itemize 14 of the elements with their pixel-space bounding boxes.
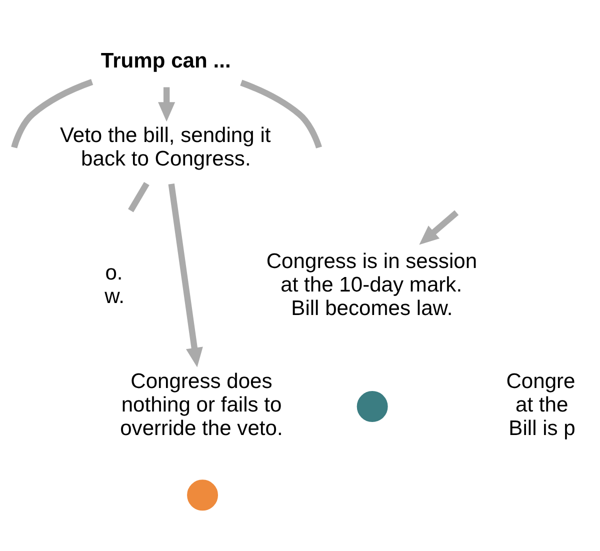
node-text: o. w.	[104, 262, 125, 308]
connector	[240, 80, 322, 148]
connector	[128, 182, 150, 212]
arrow	[158, 87, 176, 122]
node-text: Congress is in session at the 10-day mark. Bill becomes law.	[266, 250, 478, 320]
arrow	[419, 210, 459, 245]
node-text: Congre at the Bill is p	[506, 370, 576, 440]
connector	[11, 79, 94, 148]
node-text: Veto the bill, sending it back to Congress.	[60, 124, 271, 171]
node-text: Congress does nothing or fails to override the veto.	[120, 370, 283, 440]
node-circle	[187, 480, 218, 511]
node-text: Trump can ...	[100, 50, 231, 73]
arrow	[168, 184, 203, 368]
node-circle	[356, 391, 388, 422]
